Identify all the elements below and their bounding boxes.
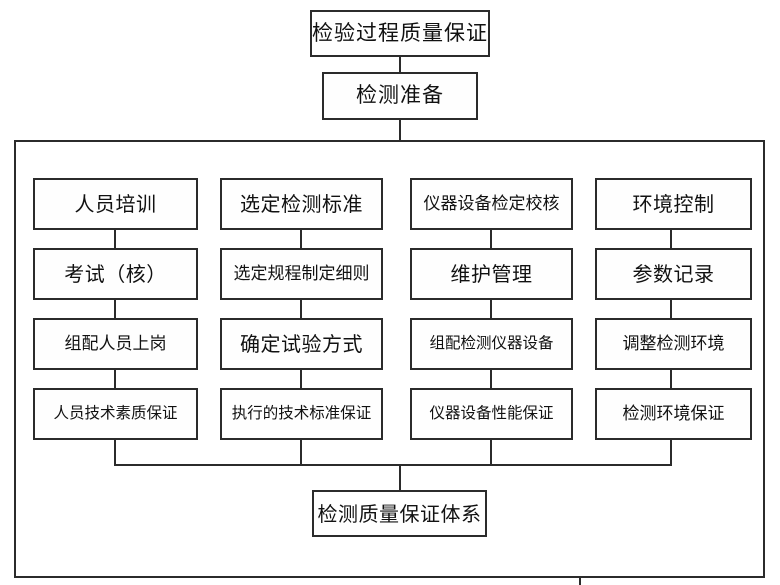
node-inspection-process-quality-assurance[interactable]: 检验过程质量保证 [310, 10, 490, 57]
connector-c4-r3-r4 [670, 370, 672, 388]
connector-bottom-stub [579, 578, 581, 585]
connector-c4-r2-r3 [670, 300, 672, 318]
connector-c4-to-bus [670, 440, 672, 466]
node-technical-standard-assurance[interactable]: 执行的技术标准保证 [220, 388, 383, 440]
connector-prep-to-group [399, 120, 401, 142]
connector-c1-r1-r2 [114, 230, 116, 248]
node-instrument-calibration[interactable]: 仪器设备检定校核 [410, 178, 573, 230]
connector-bus-horizontal [114, 464, 672, 466]
node-maintenance-management[interactable]: 维护管理 [410, 248, 573, 300]
node-assemble-test-instruments[interactable]: 组配检测仪器设备 [410, 318, 573, 370]
connector-c3-r1-r2 [490, 230, 492, 248]
connector-c1-to-bus [114, 440, 116, 466]
connector-top-to-prep [399, 57, 401, 72]
connector-bus-to-result [399, 464, 401, 490]
node-personnel-skill-assurance[interactable]: 人员技术素质保证 [33, 388, 198, 440]
node-personnel-exam[interactable]: 考试（核） [33, 248, 198, 300]
group-container [14, 140, 765, 578]
connector-c3-r2-r3 [490, 300, 492, 318]
connector-c1-r2-r3 [114, 300, 116, 318]
node-test-preparation[interactable]: 检测准备 [322, 72, 478, 120]
connector-c2-to-bus [300, 440, 302, 466]
node-quality-assurance-system[interactable]: 检测质量保证体系 [312, 490, 487, 537]
node-determine-test-method[interactable]: 确定试验方式 [220, 318, 383, 370]
node-instrument-performance-assurance[interactable]: 仪器设备性能保证 [410, 388, 573, 440]
node-personnel-assignment[interactable]: 组配人员上岗 [33, 318, 198, 370]
node-personnel-training[interactable]: 人员培训 [33, 178, 198, 230]
connector-c2-r1-r2 [300, 230, 302, 248]
connector-c1-r3-r4 [114, 370, 116, 388]
node-environment-control[interactable]: 环境控制 [595, 178, 752, 230]
node-adjust-test-environment[interactable]: 调整检测环境 [595, 318, 752, 370]
node-select-procedure-rules[interactable]: 选定规程制定细则 [220, 248, 383, 300]
connector-c2-r2-r3 [300, 300, 302, 318]
node-environment-assurance[interactable]: 检测环境保证 [595, 388, 752, 440]
connector-c2-r3-r4 [300, 370, 302, 388]
node-select-test-standard[interactable]: 选定检测标准 [220, 178, 383, 230]
connector-c3-r3-r4 [490, 370, 492, 388]
connector-c3-to-bus [490, 440, 492, 466]
connector-c4-r1-r2 [670, 230, 672, 248]
node-parameter-record[interactable]: 参数记录 [595, 248, 752, 300]
